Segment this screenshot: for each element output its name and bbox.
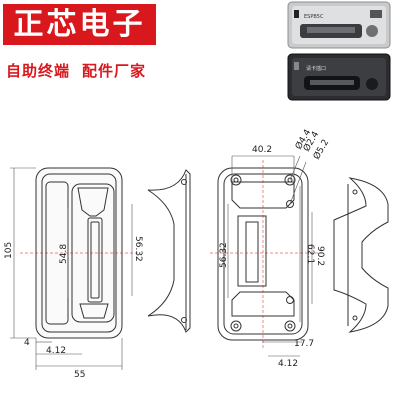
- brand-name: 正芯电子: [3, 4, 156, 45]
- dim-back-bottom2: 4.12: [278, 359, 298, 369]
- technical-drawing: 105 54.8 56.32 55 4.12 4 40.2 56.32 90.2…: [0, 104, 400, 400]
- dim-front-offset: 4.12: [46, 346, 66, 356]
- brand-tagline: 自助终端配件厂家: [6, 60, 146, 81]
- dim-back-mid: 56.32: [219, 242, 229, 268]
- front-view: [35, 167, 123, 339]
- dim-front-height: 105: [4, 242, 14, 259]
- center-lines: [20, 160, 322, 348]
- dim-front-inner: 54.8: [59, 244, 69, 264]
- brand-banner: 正芯电子 自助终端配件厂家: [0, 0, 242, 80]
- dim-front-small: 4: [24, 338, 30, 348]
- photo-bottom-label: 请卡插口: [306, 65, 326, 72]
- product-photo-dark: 请卡插口: [287, 53, 391, 101]
- dim-back-top: 40.2: [252, 145, 272, 155]
- dim-back-right2: 62.1: [305, 244, 315, 264]
- dim-front-width: 55: [74, 370, 85, 380]
- photo-top-label: ESPB5C: [304, 14, 324, 20]
- dimension-lines: [10, 155, 313, 370]
- back-view: [217, 167, 309, 341]
- product-photos: ESPB5C 请卡插口: [282, 0, 395, 104]
- product-photo-silver: ESPB5C: [287, 1, 391, 49]
- tagline-right: 配件厂家: [82, 62, 147, 80]
- tagline-left: 自助终端: [6, 62, 71, 80]
- profile-view: [333, 177, 389, 333]
- dim-front-inner-right: 56.32: [133, 236, 143, 262]
- dim-back-bottom1: 17.7: [294, 339, 314, 349]
- side-view: [147, 169, 191, 333]
- dim-back-right1: 90.2: [315, 246, 325, 266]
